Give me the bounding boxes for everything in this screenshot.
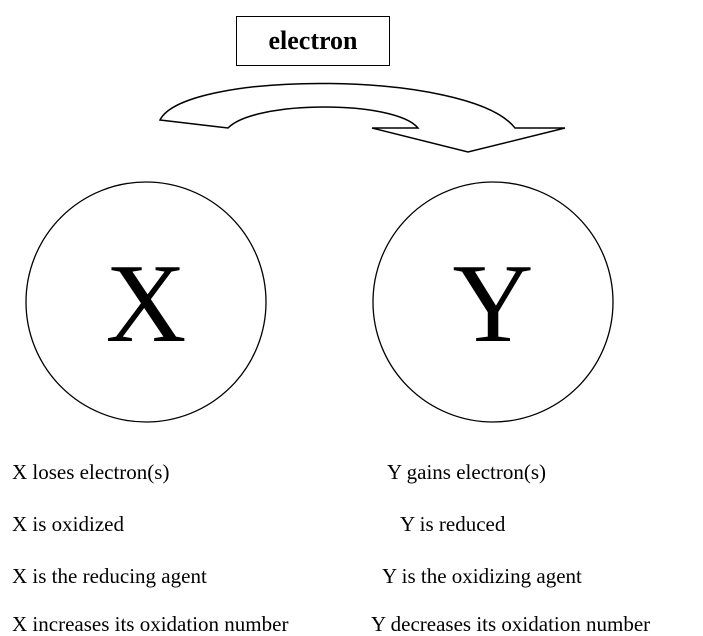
x-statement-2: X is oxidized <box>12 512 124 536</box>
y-statement-1: Y gains electron(s) <box>387 460 546 484</box>
x-statement-4: X increases its oxidation number <box>12 612 289 636</box>
electron-label-box: electron <box>236 16 390 66</box>
y-statement-2: Y is reduced <box>400 512 506 536</box>
electron-transfer-arrow <box>158 82 566 153</box>
circle-x <box>25 181 267 423</box>
species-x-symbol: X <box>105 242 187 366</box>
y-statement-3: Y is the oxidizing agent <box>382 564 582 588</box>
y-statement-4: Y decreases its oxidation number <box>371 612 651 636</box>
x-statement-1: X loses electron(s) <box>12 460 170 484</box>
x-statement-3: X is the reducing agent <box>12 564 207 588</box>
circle-y <box>372 181 614 423</box>
species-y-symbol: Y <box>452 242 534 366</box>
electron-label: electron <box>268 26 358 55</box>
